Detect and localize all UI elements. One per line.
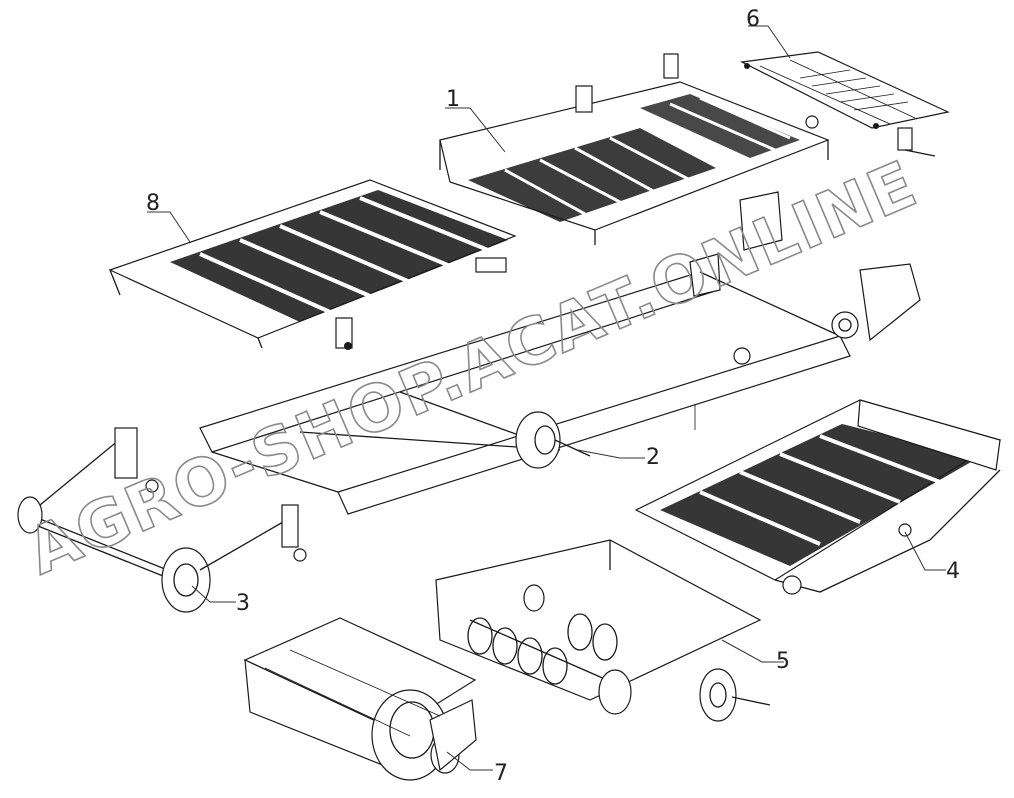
callout-2: 2 (646, 445, 660, 470)
part-2-main-frame (199, 191, 921, 515)
part-3-drive-shaft (17, 427, 307, 613)
part-7-drum (243, 617, 477, 781)
callout-4: 4 (946, 559, 960, 584)
part-1-upper-sieve (439, 53, 830, 245)
callout-6: 6 (746, 7, 760, 32)
callout-8: 8 (146, 191, 160, 216)
part-5-auger-trough (435, 539, 771, 722)
part-6-cover-plate (740, 51, 950, 157)
callout-7: 7 (494, 761, 508, 786)
callout-5: 5 (776, 649, 790, 674)
leader-lines (147, 25, 946, 771)
callout-3: 3 (236, 591, 250, 616)
callout-1: 1 (446, 87, 460, 112)
part-8-sieve-frame (108, 179, 517, 350)
callout-labels: 1 2 3 4 5 6 7 8 (146, 7, 960, 786)
part-4-lower-sieve (634, 399, 1002, 595)
